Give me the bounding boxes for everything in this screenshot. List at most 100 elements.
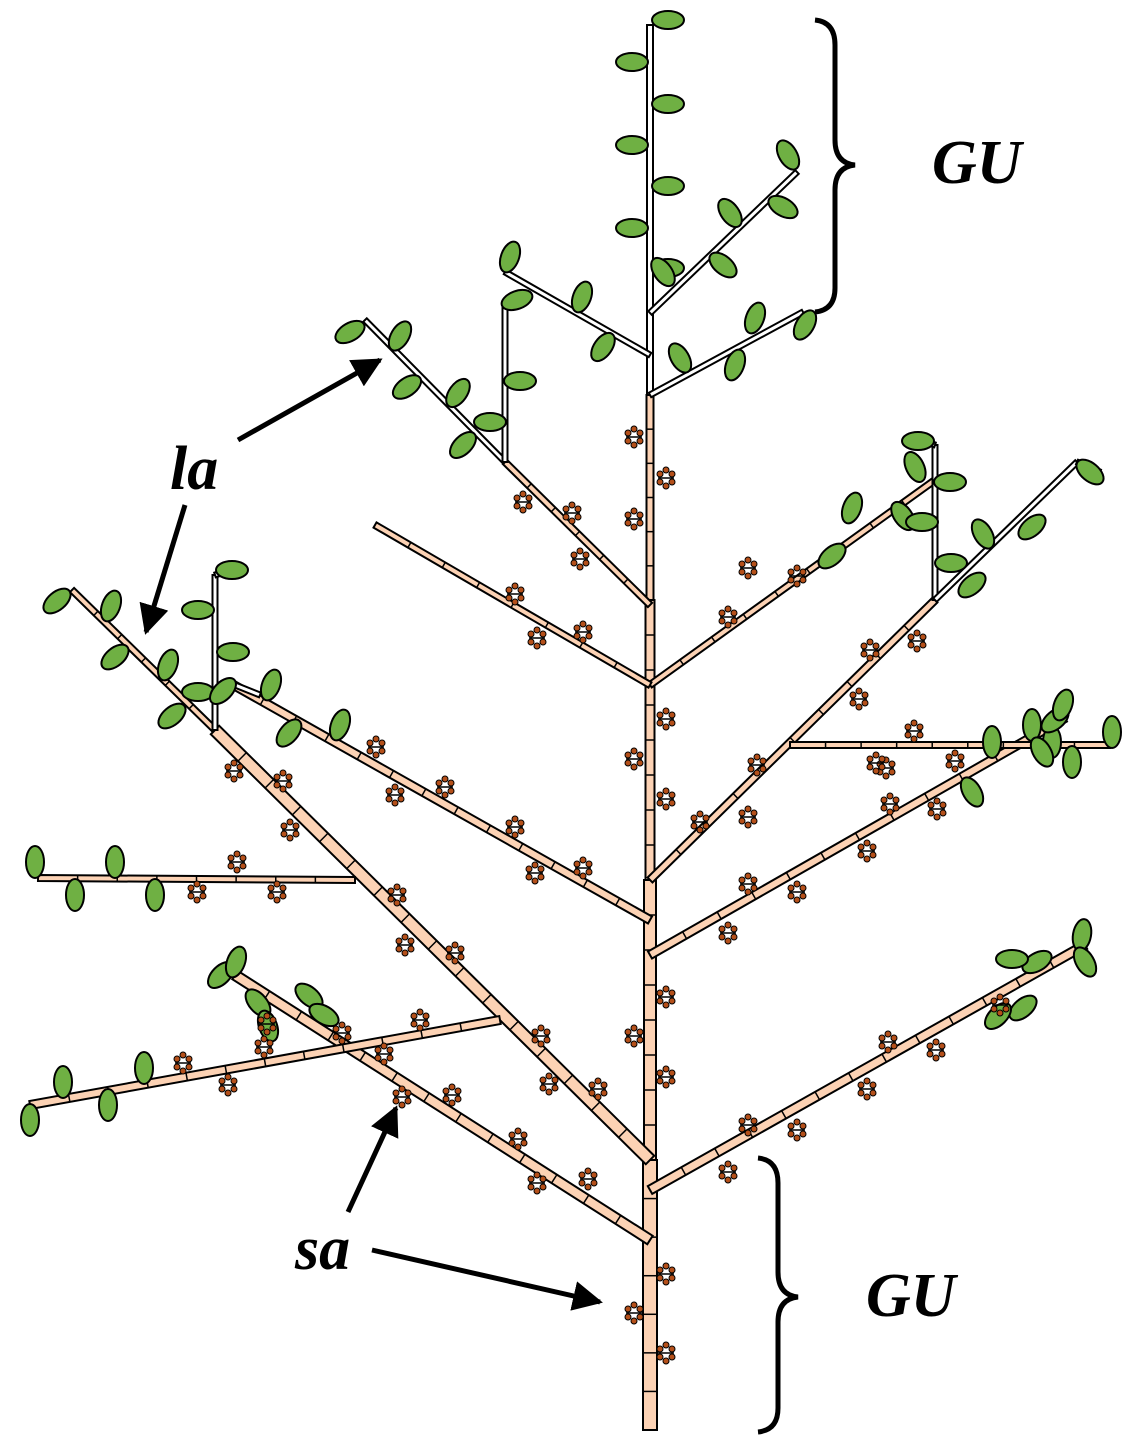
flower-cluster — [926, 1038, 946, 1062]
flower — [744, 872, 752, 880]
leaf — [99, 589, 123, 623]
leaf — [157, 702, 187, 730]
flower — [582, 551, 590, 559]
flower — [630, 507, 638, 515]
flower — [888, 768, 896, 776]
flower — [668, 1345, 676, 1353]
flower-cluster — [990, 993, 1010, 1017]
flower — [395, 945, 403, 953]
flower — [957, 753, 965, 761]
flower — [399, 887, 407, 895]
flower — [696, 810, 704, 818]
flower-cluster — [624, 507, 644, 531]
node-mark — [774, 591, 780, 597]
leaf — [42, 587, 72, 615]
flower-cluster — [573, 620, 593, 644]
flower — [624, 1036, 632, 1044]
flower — [579, 636, 587, 644]
flower — [185, 1063, 193, 1071]
flower — [267, 884, 275, 892]
leaf — [743, 301, 767, 335]
flower — [730, 1164, 738, 1172]
flower — [562, 505, 570, 513]
flower — [630, 1024, 638, 1032]
flower — [662, 985, 670, 993]
flower — [263, 1012, 271, 1020]
flower — [573, 624, 581, 632]
node-mark — [475, 582, 481, 588]
flower — [866, 755, 874, 763]
leaf — [933, 472, 967, 492]
flower — [517, 586, 525, 594]
flower — [916, 731, 924, 739]
flower — [799, 892, 807, 900]
flower — [517, 594, 525, 602]
flower — [520, 1131, 528, 1139]
flower — [398, 1085, 406, 1093]
flower — [636, 1305, 644, 1313]
flower — [904, 723, 912, 731]
flower — [531, 877, 539, 885]
flower-cluster — [410, 1008, 430, 1032]
node-mark — [388, 770, 395, 779]
flower — [401, 933, 409, 941]
flower — [866, 763, 874, 771]
node-mark — [613, 662, 618, 668]
leaf — [100, 643, 130, 671]
node-mark — [420, 1030, 424, 1039]
flower — [187, 884, 195, 892]
sa-label: sa — [295, 1215, 351, 1283]
flower — [656, 997, 664, 1005]
flower — [866, 654, 874, 662]
flower — [562, 513, 570, 521]
flower — [435, 787, 443, 795]
flower — [662, 466, 670, 474]
flower — [787, 576, 795, 584]
node-mark — [869, 522, 875, 529]
flower — [260, 1035, 268, 1043]
node-mark — [341, 1044, 345, 1053]
node-mark — [459, 1023, 463, 1032]
node-mark — [346, 859, 356, 870]
flower — [397, 787, 405, 795]
flower-cluster — [442, 1083, 462, 1107]
flower — [750, 876, 758, 884]
node-mark — [814, 1091, 821, 1101]
flower — [545, 1072, 553, 1080]
flower — [872, 751, 880, 759]
flower — [588, 1081, 596, 1089]
flower — [218, 1085, 226, 1093]
flower — [531, 861, 539, 869]
flower — [573, 860, 581, 868]
flower — [933, 797, 941, 805]
node-mark — [785, 872, 791, 880]
leaf — [817, 542, 847, 570]
flower — [551, 1076, 559, 1084]
flower — [584, 1183, 592, 1191]
flower-cluster — [656, 1262, 676, 1286]
flower — [913, 629, 921, 637]
flower — [724, 605, 732, 613]
flower-cluster — [562, 501, 582, 525]
sa-arrow-upper — [345, 1105, 399, 1214]
flower — [656, 1266, 664, 1274]
flower — [401, 949, 409, 957]
flower — [662, 1065, 670, 1073]
flower-cluster — [187, 880, 207, 904]
flower — [457, 945, 465, 953]
flower — [395, 937, 403, 945]
node-mark — [714, 1148, 720, 1157]
flower — [916, 723, 924, 731]
flower — [386, 1054, 394, 1062]
flower — [892, 804, 900, 812]
flower — [630, 1301, 638, 1309]
flower — [410, 1012, 418, 1020]
flower — [793, 580, 801, 588]
flower — [576, 563, 584, 571]
flower — [442, 1087, 450, 1095]
flower — [863, 1077, 871, 1085]
node-mark — [421, 788, 427, 797]
node-mark — [263, 1058, 267, 1067]
leaf — [959, 776, 985, 808]
flower — [907, 641, 915, 649]
